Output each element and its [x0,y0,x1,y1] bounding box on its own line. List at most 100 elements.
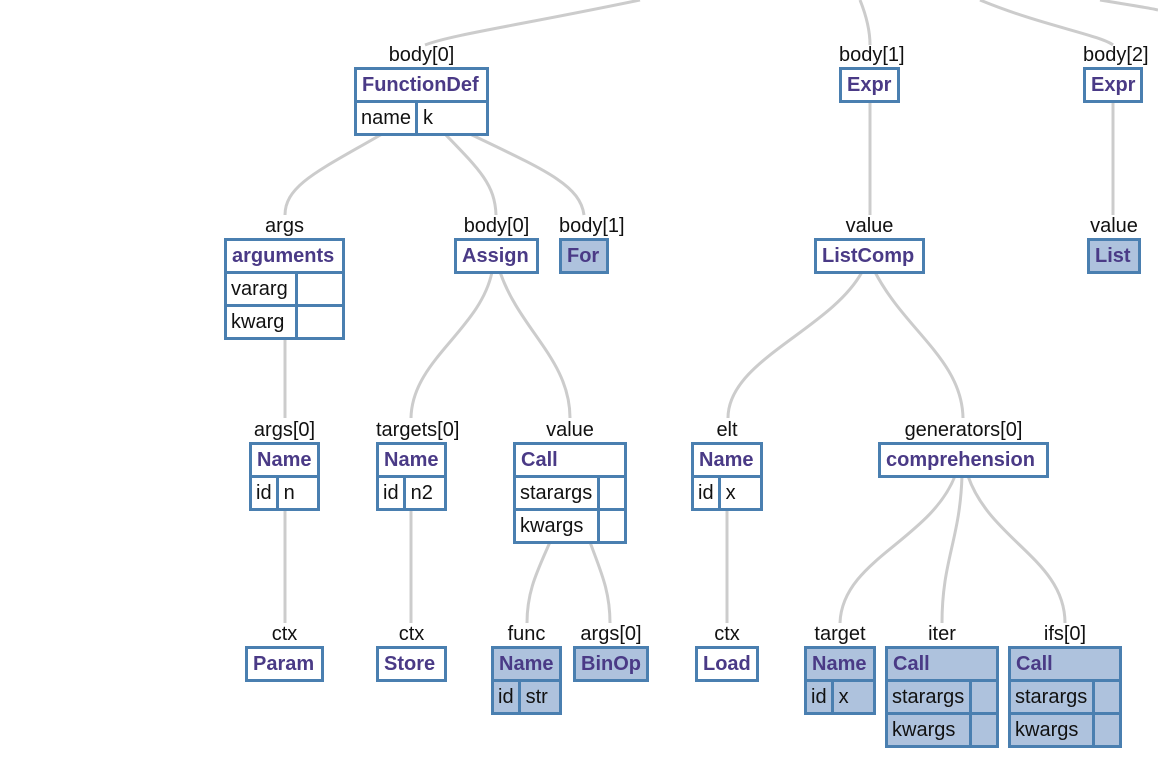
node-type: Expr [847,74,892,96]
edge-functiondef-arguments [283,132,383,216]
name-node-n2[interactable]: targets[0] Name id n2 [376,419,459,511]
field-value: str [517,682,559,712]
node-type: Call [521,449,558,471]
node-type: Name [699,449,754,471]
edge-root-functiondef [424,0,641,47]
node-field-row: starargs [516,475,624,508]
call-node-ifs[interactable]: ifs[0] Call starargs kwargs [1008,623,1122,748]
name-node-str[interactable]: func Name id str [491,623,562,715]
field-value [295,307,342,337]
node-box: comprehension [878,442,1049,478]
field-label-value: value [1090,215,1138,237]
store-node[interactable]: ctx Store [376,623,447,682]
node-box: Name id x [804,646,876,715]
node-box: Assign [454,238,539,274]
for-node[interactable]: body[1] For [559,215,625,274]
node-box: Expr [839,67,900,103]
field-value: x [717,478,760,508]
binop-node[interactable]: args[0] BinOp [573,623,649,682]
edge-root-expr1 [858,0,872,46]
assign-node[interactable]: body[0] Assign [454,215,539,274]
edge-assign-name-n2 [409,271,494,419]
edge-root-offscreen [1099,0,1158,12]
node-box: List [1087,238,1141,274]
edge-root-expr2 [979,0,1114,47]
field-label-body-0: body[0] [388,44,455,66]
field-label-args-0: args[0] [253,419,316,441]
arguments-node[interactable]: args arguments vararg kwarg [224,215,345,340]
field-label-args-0: args[0] [580,623,642,645]
field-value [597,511,624,541]
node-box: Store [376,646,447,682]
call-node-value[interactable]: value Call starargs kwargs [513,419,627,544]
node-type: List [1095,245,1131,267]
node-type: Call [893,653,930,675]
node-type: arguments [232,245,335,267]
node-type: Name [812,653,867,675]
node-field-row: starargs [888,679,996,712]
node-field-row: kwarg [227,304,342,337]
field-label-generators-0: generators[0] [904,419,1023,441]
expr-node-1[interactable]: body[1] Expr [839,44,905,103]
node-type: Load [703,653,751,675]
field-label-value: value [845,215,894,237]
node-box: Name id n [249,442,320,511]
list-node[interactable]: value List [1087,215,1141,274]
comprehension-node[interactable]: generators[0] comprehension [878,419,1049,478]
listcomp-node[interactable]: value ListComp [814,215,925,274]
field-value [597,478,624,508]
node-field-row: id x [807,679,873,712]
node-box: Expr [1083,67,1143,103]
node-field-row: vararg [227,271,342,304]
node-type: Store [384,653,436,675]
expr-node-2[interactable]: body[2] Expr [1083,44,1149,103]
node-type: FunctionDef [362,74,479,96]
field-label-func: func [507,623,546,645]
node-field-row: starargs [1011,679,1119,712]
param-node[interactable]: ctx Param [245,623,324,682]
name-node-n[interactable]: args[0] Name id n [249,419,320,511]
field-value: x [830,682,873,712]
node-box: Name id n2 [376,442,447,511]
field-value [295,274,342,304]
node-type: Name [499,653,554,675]
load-node[interactable]: ctx Load [695,623,759,682]
node-type: Call [1016,653,1053,675]
field-key: starargs [520,482,593,504]
node-box: Call starargs kwargs [885,646,999,748]
name-node-x-target[interactable]: target Name id x [804,623,876,715]
field-value [1092,682,1119,712]
field-key: id [698,482,714,504]
name-node-x-elt[interactable]: elt Name id x [691,419,763,511]
field-value: n [275,478,317,508]
field-key: id [383,482,399,504]
node-field-row: name k [357,100,486,133]
node-type: Assign [462,245,529,267]
field-label-elt: elt [716,419,738,441]
node-type: For [567,245,600,267]
field-value: k [415,103,486,133]
edge-comprehension-target [838,475,957,624]
edge-functiondef-for [469,132,586,216]
field-label-ctx: ctx [398,623,425,645]
node-box: Name id str [491,646,562,715]
field-label-body-1: body[1] [559,215,625,237]
field-label-ctx: ctx [271,623,298,645]
field-key: name [361,107,412,129]
field-key: kwargs [892,719,956,741]
edge-call-name-str [525,541,552,624]
edge-listcomp-comprehension [873,271,965,419]
node-box: For [559,238,609,274]
node-box: Load [695,646,759,682]
call-node-iter[interactable]: iter Call starargs kwargs [885,623,999,748]
field-key: id [256,482,272,504]
node-field-row: kwargs [1011,712,1119,745]
functiondef-node[interactable]: body[0] FunctionDef name k [354,44,489,136]
field-label-targets-0: targets[0] [376,419,460,441]
field-key: kwargs [1015,719,1079,741]
node-field-row: id n2 [379,475,444,508]
node-type: ListComp [822,245,915,267]
node-type: Name [257,449,312,471]
node-type: Expr [1091,74,1136,96]
